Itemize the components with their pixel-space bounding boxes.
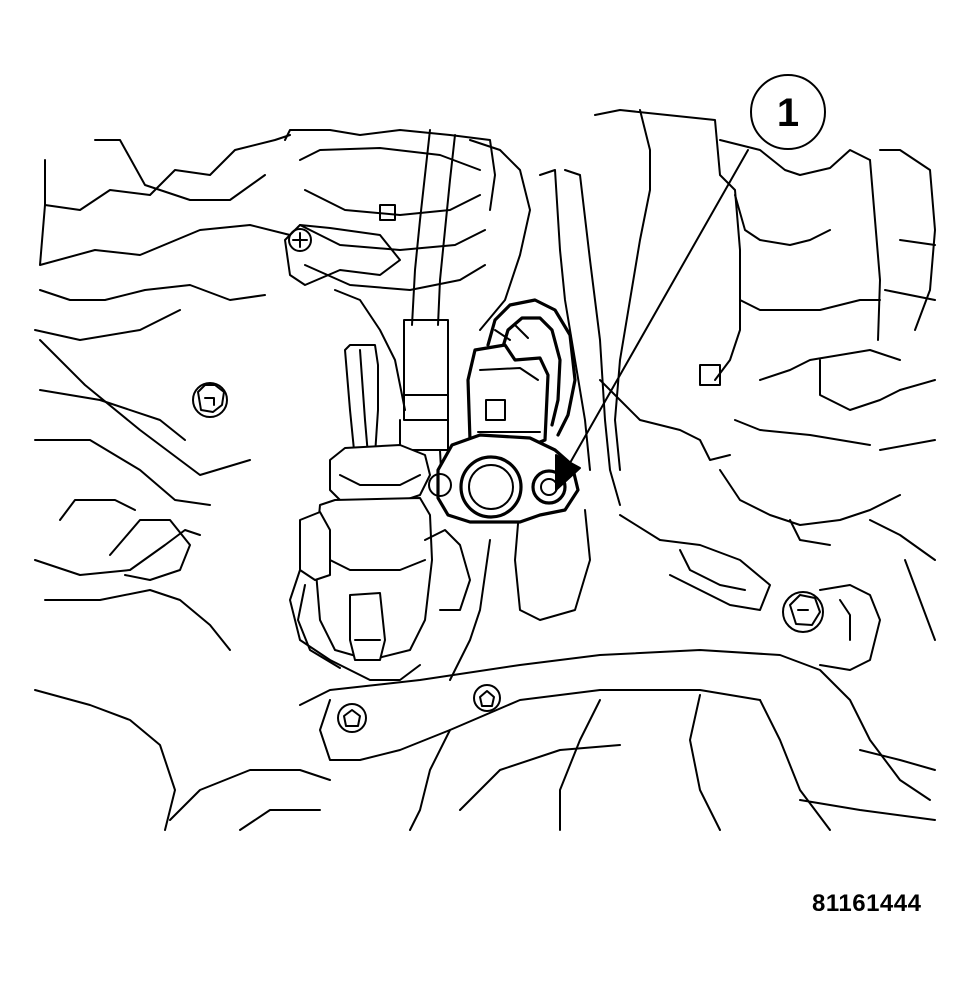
- callout-1: 1: [555, 74, 826, 491]
- vacuum-solenoid-assembly: [289, 344, 471, 681]
- figure-id-label: 81161444: [812, 890, 922, 917]
- engine-background-linework: [34, 109, 936, 831]
- callout-number: 1: [777, 91, 799, 135]
- callout-bubble: [750, 74, 826, 150]
- callout-arrowhead: [555, 454, 581, 491]
- sensor-component: [428, 298, 580, 524]
